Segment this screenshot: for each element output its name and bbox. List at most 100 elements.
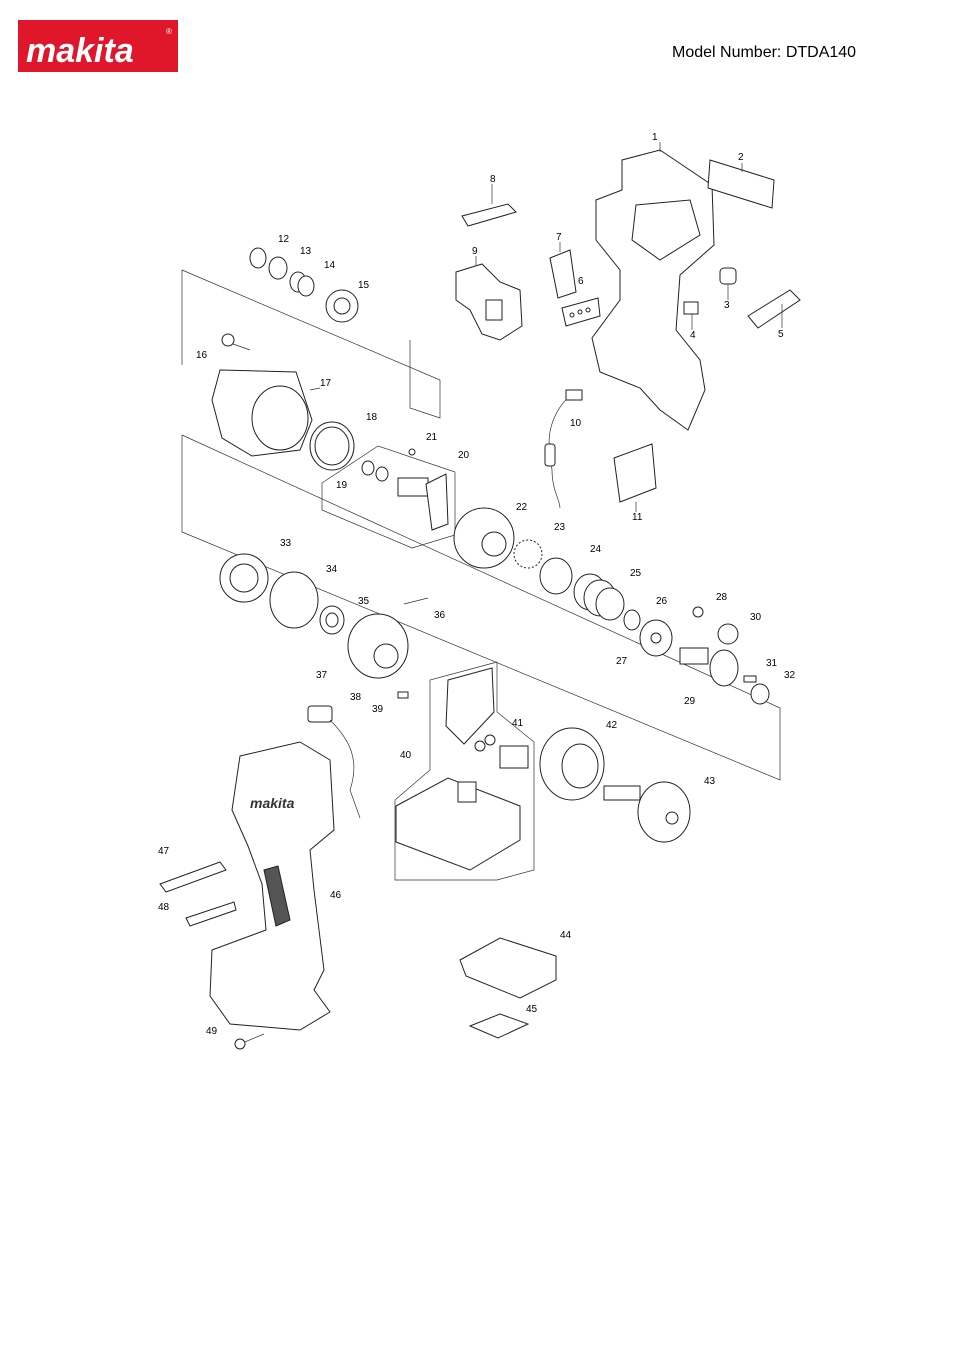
callout-6: 6 <box>578 276 584 287</box>
part-ring-32 <box>750 683 770 705</box>
part-clip-48 <box>185 901 237 927</box>
callout-38: 38 <box>350 692 362 703</box>
callout-labels: 1 2 3 4 5 6 7 8 9 10 11 12 13 14 15 16 1… <box>158 132 796 1037</box>
part-clip-4 <box>683 301 699 330</box>
part-washer-13 <box>268 256 288 280</box>
part-rotor-43 <box>603 781 691 843</box>
part-terminal-44 <box>459 937 557 999</box>
callout-39: 39 <box>372 704 384 715</box>
callout-31: 31 <box>766 658 778 669</box>
part-label-45 <box>468 1013 530 1039</box>
makita-logo: makita ® <box>18 20 178 72</box>
callout-41: 41 <box>512 718 524 729</box>
part-pin-36 <box>403 597 429 605</box>
part-gear-30 <box>717 623 739 645</box>
part-cable-10 <box>544 389 583 509</box>
part-washer-27 <box>639 619 673 657</box>
part-label-2 <box>707 159 775 209</box>
logo-background <box>18 20 178 72</box>
callout-17: 17 <box>320 378 332 389</box>
callout-14: 14 <box>324 260 336 271</box>
callout-37: 37 <box>316 670 328 681</box>
callout-19: 19 <box>336 480 348 491</box>
callout-30: 30 <box>750 612 762 623</box>
part-nut-33 <box>219 553 269 603</box>
callout-32: 32 <box>784 670 796 681</box>
callout-47: 47 <box>158 846 170 857</box>
part-button-8 <box>461 184 517 227</box>
part-hook-47 <box>159 861 227 893</box>
part-bearing-35 <box>319 605 345 635</box>
callout-9: 9 <box>472 246 478 257</box>
callout-23: 23 <box>554 522 566 533</box>
part-screw-49 <box>234 1033 265 1050</box>
callout-11: 11 <box>632 512 643 523</box>
part-hammer-case-17 <box>211 369 321 457</box>
part-ball-21 <box>408 448 416 456</box>
part-washer-24 <box>539 557 573 595</box>
group-frames <box>181 269 781 881</box>
callout-45: 45 <box>526 1004 538 1015</box>
callout-29: 29 <box>684 696 696 707</box>
callout-43: 43 <box>704 776 716 787</box>
callout-21: 21 <box>426 432 438 443</box>
model-number: Model Number: DTDA140 <box>672 44 857 61</box>
part-plate-6 <box>561 297 601 327</box>
part-led-38 <box>307 705 361 819</box>
callout-10: 10 <box>570 418 582 429</box>
callout-34: 34 <box>326 564 338 575</box>
callout-28: 28 <box>716 592 728 603</box>
callout-33: 33 <box>280 538 292 549</box>
part-ring-18 <box>309 421 355 471</box>
callout-2: 2 <box>738 152 744 163</box>
callout-7: 7 <box>556 232 562 243</box>
part-sleeve-15 <box>325 289 359 323</box>
logo-registered-mark: ® <box>166 27 172 36</box>
part-terminal-41 <box>474 734 529 769</box>
part-housing-1 <box>591 142 715 431</box>
part-gear-housing-37 <box>347 613 409 679</box>
callout-36: 36 <box>434 610 446 621</box>
part-oring-26 <box>623 609 641 631</box>
callout-44: 44 <box>560 930 572 941</box>
part-spindle-29 <box>679 647 739 687</box>
part-oring-34 <box>269 571 319 629</box>
part-orings-19 <box>361 460 389 482</box>
part-stator-42 <box>539 727 605 801</box>
part-plate-40 <box>445 667 495 745</box>
part-panel-11 <box>613 443 657 512</box>
part-hammer-22 <box>453 507 515 569</box>
callout-15: 15 <box>358 280 370 291</box>
callout-46: 46 <box>330 890 342 901</box>
part-switch-5 <box>747 289 801 329</box>
callout-3: 3 <box>724 300 730 311</box>
logo-wordmark: makita <box>26 32 134 70</box>
part-spring-25 <box>573 573 625 621</box>
callout-1: 1 <box>652 132 658 143</box>
part-bolt-16 <box>221 333 251 351</box>
callout-24: 24 <box>590 544 602 555</box>
part-ring-23 <box>513 539 543 569</box>
callout-20: 20 <box>458 450 470 461</box>
callout-27: 27 <box>616 656 628 667</box>
housing-brand-mark: makita <box>250 795 295 811</box>
callout-48: 48 <box>158 902 170 913</box>
callout-35: 35 <box>358 596 370 607</box>
part-screw-39 <box>397 691 409 699</box>
callout-18: 18 <box>366 412 378 423</box>
part-pin-31 <box>743 675 757 683</box>
callout-25: 25 <box>630 568 642 579</box>
callout-4: 4 <box>690 330 696 341</box>
part-housing-46: makita <box>209 741 335 1031</box>
callout-5: 5 <box>778 329 784 340</box>
callout-16: 16 <box>196 350 208 361</box>
callout-49: 49 <box>206 1026 218 1037</box>
part-ring-12 <box>249 247 267 269</box>
callout-40: 40 <box>400 750 412 761</box>
callout-12: 12 <box>278 234 290 245</box>
callout-8: 8 <box>490 174 496 185</box>
part-anvil-20 <box>397 473 449 531</box>
part-cover-7 <box>549 242 577 299</box>
part-switch-9 <box>455 256 523 341</box>
